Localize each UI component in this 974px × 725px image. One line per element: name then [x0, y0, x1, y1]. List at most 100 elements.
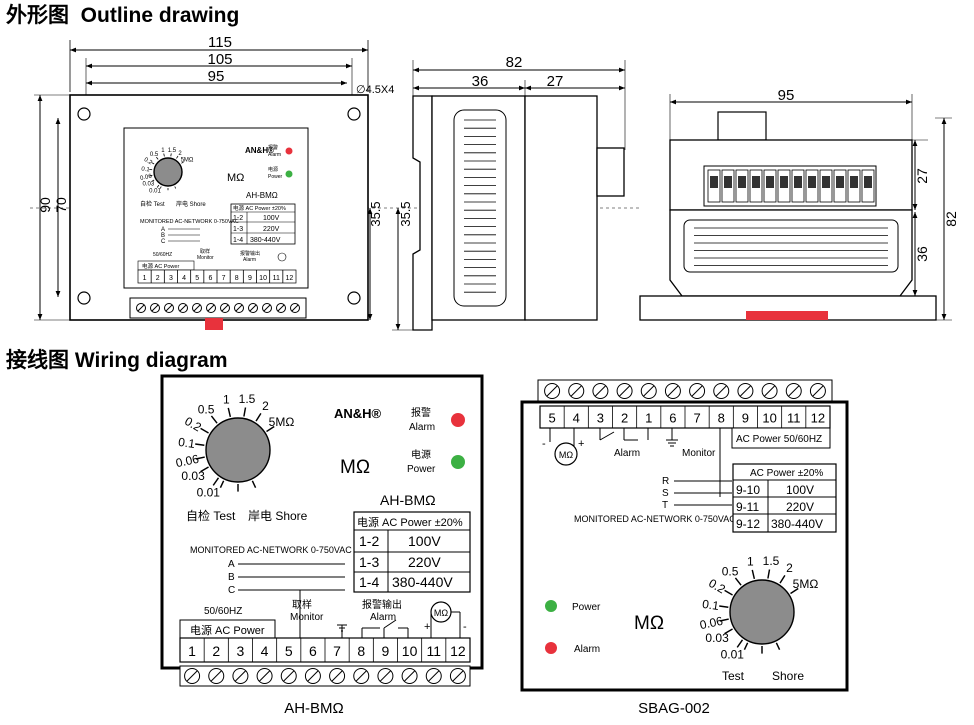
dial-label: 0.03 [705, 631, 729, 645]
svg-text:Alarm: Alarm [614, 448, 640, 459]
power-led [285, 170, 293, 178]
svg-text:S: S [662, 488, 669, 499]
rear-vents [694, 227, 888, 266]
wiring-left-model: AH-BMΩ [380, 492, 436, 508]
svg-text:AC Power 50/60HZ: AC Power 50/60HZ [736, 434, 822, 445]
svg-text:-: - [542, 438, 546, 450]
wiring-right-caption: SBAG-002 [638, 700, 710, 717]
dial-label: 0.06 [140, 174, 153, 182]
wiring-left-brand: AN&H® [334, 406, 382, 421]
svg-text:自检 Test: 自检 Test [186, 508, 236, 523]
svg-text:27: 27 [914, 168, 930, 184]
terminal-number: 12 [450, 643, 466, 659]
terminal-number: 11 [273, 275, 280, 282]
terminal-number: 7 [333, 643, 341, 659]
terminal-number: 7 [693, 411, 700, 426]
dial-label: 5MΩ [181, 158, 194, 164]
terminal-number: 9 [382, 643, 390, 659]
terminal-number: 11 [426, 643, 441, 659]
svg-text:T: T [662, 500, 668, 511]
svg-text:MONITORED AC-NETWORK 0-750VAC: MONITORED AC-NETWORK 0-750VAC [140, 219, 239, 225]
svg-text:电源: 电源 [268, 166, 278, 173]
right-power-led [545, 600, 557, 612]
front-view: 115 105 95 ∅4.5X4 90 70 35.5 0.010.030.0… [30, 34, 640, 330]
dim-70: 70 [53, 197, 69, 213]
dial-label: 1.5 [763, 554, 780, 568]
rear-view: 95 27 36 82 [639, 87, 959, 321]
svg-text:B: B [228, 572, 235, 583]
dial-label: 1.5 [168, 148, 177, 154]
svg-text:MONITORED AC-NETWORK 0-750VAC: MONITORED AC-NETWORK 0-750VAC [190, 545, 352, 555]
dial-label: 0.01 [721, 648, 745, 662]
dial-label: 1.5 [239, 392, 256, 406]
side-vents [464, 119, 496, 293]
svg-text:+: + [424, 621, 430, 633]
terminal-number: 6 [208, 275, 212, 282]
dial-label: 5MΩ [269, 415, 295, 429]
terminal-number: 6 [669, 411, 676, 426]
meter-icon: MΩ [434, 608, 448, 618]
dial-label: 0.1 [701, 597, 720, 613]
side-dim-36: 36 [472, 73, 489, 90]
dim-90: 90 [37, 197, 53, 213]
dial-label: 0.2 [143, 157, 154, 167]
right-meter-icon: MΩ [559, 450, 573, 460]
dial-label: 1 [161, 148, 165, 154]
svg-text:1-4: 1-4 [233, 237, 243, 244]
terminal-number: 9 [742, 411, 749, 426]
dial-label: 0.06 [174, 452, 200, 471]
terminal-number: 10 [259, 275, 267, 282]
svg-text:+: + [578, 438, 584, 450]
svg-text:380-440V: 380-440V [250, 237, 281, 244]
svg-text:100V: 100V [408, 533, 441, 549]
dial-label: 0.03 [181, 469, 205, 483]
terminal-number: 5 [195, 275, 199, 282]
terminal-number: 6 [309, 643, 317, 659]
right-unit: MΩ [634, 613, 664, 634]
dim-115: 115 [208, 34, 232, 51]
svg-text:50/60HZ: 50/60HZ [204, 606, 242, 617]
svg-text:50/60HZ: 50/60HZ [153, 252, 172, 258]
svg-text:A: A [161, 227, 165, 233]
terminal-number: 10 [402, 643, 418, 659]
wiring-left-alarm-led [451, 413, 465, 427]
terminal-number: 12 [811, 411, 825, 426]
svg-text:C: C [228, 585, 235, 596]
right-alarm-led [545, 642, 557, 654]
dim-35-5: 35.5 [368, 201, 383, 226]
svg-text:220V: 220V [263, 226, 280, 233]
svg-text:36: 36 [914, 246, 930, 262]
front-terminal-screws [136, 303, 300, 313]
svg-text:35.5: 35.5 [398, 201, 413, 226]
svg-text:电源 AC Power: 电源 AC Power [190, 623, 265, 637]
terminal-number: 12 [286, 275, 294, 282]
svg-text:380-440V: 380-440V [392, 574, 453, 590]
dial-label: 0.5 [198, 402, 215, 416]
svg-text:Alarm: Alarm [574, 644, 600, 655]
svg-text:Shore: Shore [772, 669, 804, 683]
svg-text:岸电 Shore: 岸电 Shore [248, 509, 308, 523]
svg-text:9-11: 9-11 [736, 500, 759, 514]
terminal-number: 4 [573, 411, 580, 426]
dial-label: 2 [178, 151, 182, 157]
svg-text:MONITORED AC-NETWORK 0-750VAC: MONITORED AC-NETWORK 0-750VAC [574, 514, 736, 524]
terminal-number: 9 [248, 275, 252, 282]
svg-text:1-3: 1-3 [233, 226, 243, 233]
terminal-number: 8 [235, 275, 239, 282]
svg-text:报警输出: 报警输出 [362, 598, 402, 611]
svg-text:-: - [463, 621, 467, 633]
svg-text:报警: 报警 [411, 406, 431, 419]
svg-text:100V: 100V [263, 215, 280, 222]
svg-text:电源 AC Power ±20%: 电源 AC Power ±20% [233, 204, 286, 212]
svg-text:220V: 220V [408, 554, 441, 570]
dial-label: 0.1 [177, 435, 196, 451]
svg-text:Power: Power [268, 174, 283, 180]
dial-label: 0.1 [141, 166, 151, 173]
front-unit: MΩ [227, 172, 244, 184]
dim-95: 95 [208, 68, 225, 85]
svg-text:100V: 100V [786, 483, 814, 497]
